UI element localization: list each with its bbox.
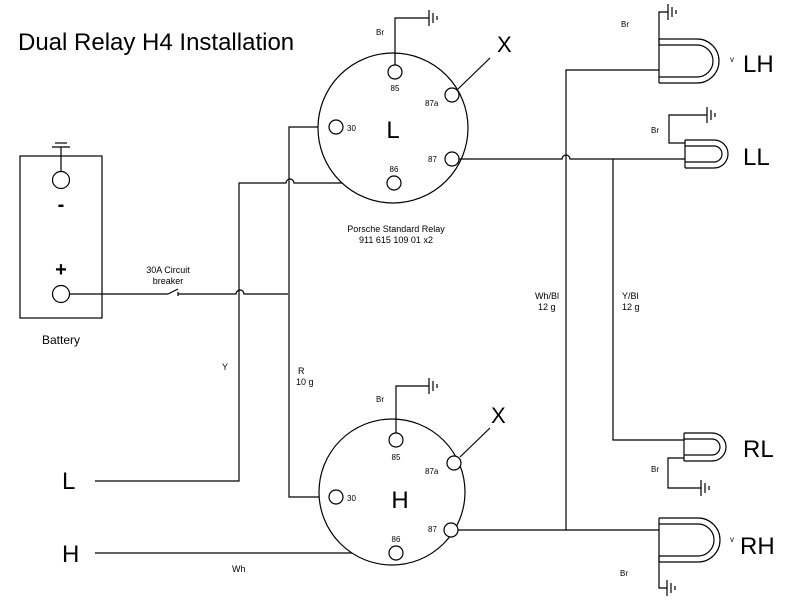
lamp-rh-ground-label: Br xyxy=(620,569,628,578)
lamp-lh-ground-icon xyxy=(667,4,677,20)
wire-low-beam-out xyxy=(459,154,685,160)
relay-top-pin-87a xyxy=(444,87,460,103)
relay-bottom-pin-87 xyxy=(443,522,459,538)
relay-top-pin-86 xyxy=(386,175,402,191)
wire-ybl-label-line1: Y/Bl xyxy=(622,291,639,301)
relay-bottom-letter: H xyxy=(391,487,408,514)
relay-top-pin-30 xyxy=(328,119,344,135)
lamp-ll-label: LL xyxy=(743,144,770,171)
wire-r-label-line2: 10 g xyxy=(296,377,314,387)
diagram-title: Dual Relay H4 Installation xyxy=(18,29,294,56)
input-low-label: L xyxy=(62,468,75,495)
relay-bottom-body xyxy=(318,418,466,566)
wire-wh-label: Wh xyxy=(232,564,246,574)
lamp-rl-ground-label: Br xyxy=(651,465,659,474)
battery-minus-sign: - xyxy=(58,194,65,216)
relay-top-pin-86-label: 86 xyxy=(390,165,399,174)
wire-breaker-to-bus xyxy=(178,289,288,295)
wire-whbl-label-line2: 12 g xyxy=(538,302,556,312)
lamp-lh-label: LH xyxy=(743,51,774,78)
wire-ybl-bus xyxy=(612,159,684,441)
lamp-lh-outer-icon xyxy=(659,38,720,84)
relay-bottom-pin-85 xyxy=(388,432,404,448)
input-high-label: H xyxy=(62,541,79,568)
relay-top-x-mark: X xyxy=(497,32,512,57)
wire-whbl-bus xyxy=(458,69,659,531)
battery-plus-sign: + xyxy=(55,259,67,281)
lamp-ll-ground-icon xyxy=(706,107,716,123)
wire-whbl-label-line1: Wh/Bl xyxy=(535,291,559,301)
wire-r-bus xyxy=(288,126,329,498)
lamp-rl-label: RL xyxy=(743,436,774,463)
relay-top-ground-icon xyxy=(428,10,438,26)
lamp-rl-outer-icon xyxy=(684,432,727,462)
lamp-rh-mark: v xyxy=(730,535,734,544)
relay-bottom-pin-85-label: 85 xyxy=(392,453,401,462)
relay-note-line1: Porsche Standard Relay xyxy=(347,224,445,234)
breaker-label-line2: breaker xyxy=(153,276,184,286)
lamp-rh-ground-icon xyxy=(666,580,676,596)
lamp-rh-label: RH xyxy=(740,533,775,560)
relay-top-pin-87a-label: 87a xyxy=(425,99,439,108)
relay-bottom: H 85 Br 87a X 30 87 86 xyxy=(318,378,506,566)
battery-label: Battery xyxy=(42,333,80,347)
relay-bottom-pin-86 xyxy=(388,545,404,561)
lamp-rh-outer-icon xyxy=(659,517,721,563)
lamp-rl: Br RL xyxy=(651,432,774,496)
relay-top-pin-85-label: 85 xyxy=(391,84,400,93)
relay-note-line2: 911 615 109 01 x2 xyxy=(359,235,433,245)
lamp-ll: Br LL xyxy=(651,107,770,171)
lamp-ll-outer-icon xyxy=(685,139,729,169)
lamp-rl-ground-icon xyxy=(700,480,710,496)
relay-bottom-pin-86-label: 86 xyxy=(392,535,401,544)
relay-bottom-pin-87-label: 87 xyxy=(428,525,437,534)
wire-y-label: Y xyxy=(222,362,228,372)
relay-top-pin-30-label: 30 xyxy=(347,124,356,133)
wire-ybl-label-line2: 12 g xyxy=(622,302,640,312)
relay-top-body xyxy=(317,52,469,204)
relay-top-pin-87-label: 87 xyxy=(428,155,437,164)
relay-bottom-pin-87a-label: 87a xyxy=(425,467,439,476)
lamp-lh-mark: v xyxy=(730,55,734,64)
relay-bottom-pin-87a xyxy=(446,455,462,471)
relay-bottom-pin-30-label: 30 xyxy=(347,494,356,503)
relay-top-pin-87 xyxy=(444,151,460,167)
breaker-label-line1: 30A Circuit xyxy=(146,265,190,275)
battery: - + Battery xyxy=(19,142,103,347)
wire-r-label-line1: R xyxy=(298,366,305,376)
relay-bottom-ground-icon xyxy=(428,378,438,394)
lamp-ll-ground-label: Br xyxy=(651,126,659,135)
relay-top: L 85 Br 87a X 30 87 86 xyxy=(317,10,512,204)
relay-bottom-pin-30 xyxy=(328,489,344,505)
lamp-lh-ground-label: Br xyxy=(621,20,629,29)
relay-bottom-ground-label: Br xyxy=(376,395,384,404)
lamp-rh: Br v RH xyxy=(620,517,775,596)
lamp-lh: Br v LH xyxy=(621,4,774,84)
battery-negative-terminal xyxy=(51,170,71,190)
relay-top-letter: L xyxy=(386,117,399,144)
relay-top-ground-label: Br xyxy=(376,28,384,37)
relay-bottom-x-mark: X xyxy=(491,403,506,428)
battery-positive-terminal xyxy=(51,284,71,304)
relay-top-pin-85 xyxy=(387,64,403,80)
wire-low-input xyxy=(95,178,386,482)
circuit-breaker: 30A Circuit breaker xyxy=(146,265,190,296)
